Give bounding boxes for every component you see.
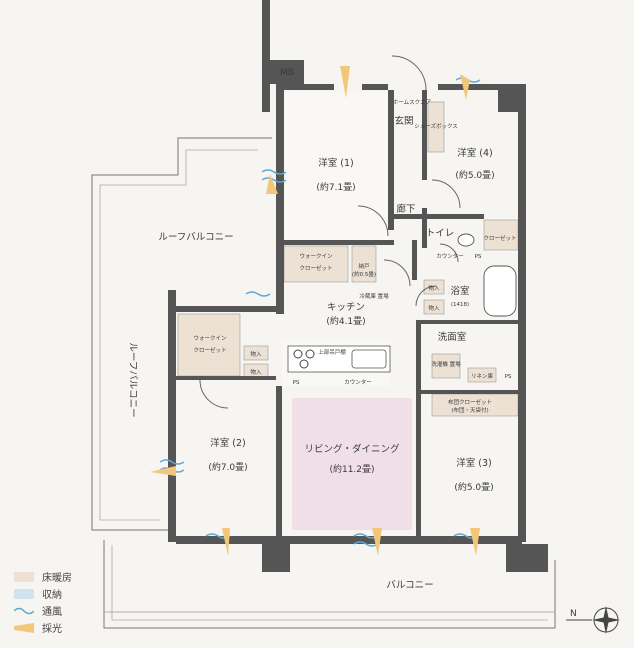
wave-icon (14, 607, 34, 614)
roof-balcony-side-label: ルーフバルコニー (127, 342, 138, 417)
entrance-label: 玄関 (394, 115, 413, 127)
bath-name: 浴室 (450, 285, 469, 297)
futon-label: 布団クローゼット (448, 398, 492, 406)
legend-row-storage: 収納 (14, 585, 124, 602)
storage-in-label-2: 物入 (250, 368, 262, 376)
walkin1b-label: クローゼット (299, 264, 332, 272)
floor-heat-swatch-icon (14, 571, 34, 582)
bed3-area: (約5.0畳) (454, 481, 493, 493)
storage-swatch-icon (14, 588, 34, 599)
ldk-name: リビング・ダイニング (304, 443, 400, 455)
fridge-label: 冷蔵庫 置場 (359, 292, 389, 300)
washroom-label: 洗面室 (438, 331, 467, 343)
legend-floor-heat: 床暖房 (42, 573, 72, 584)
bath-size: (1418) (451, 302, 469, 308)
walkin2-label: ウォークイン (193, 334, 227, 342)
kitchen-storage-label: 上部吊戸棚 (318, 348, 346, 356)
nando-block (351, 245, 377, 283)
ps-label-3: PS (505, 374, 512, 380)
toilet-label: トイレ (426, 228, 455, 239)
bed2-name: 洋室 (2) (210, 437, 245, 449)
compass-label: N (570, 609, 577, 619)
washer-block (431, 353, 461, 379)
balcony-label: バルコニー (386, 580, 433, 591)
stove-burner-1 (293, 349, 303, 359)
ps-label-1: PS (293, 380, 300, 386)
storage-in-label-4: 物入 (428, 304, 440, 312)
closet-top-label: クローゼット (483, 234, 516, 242)
legend-row-floor-heat: 床暖房 (14, 568, 124, 585)
legend-ventilation: 通風 (42, 607, 62, 618)
ldk-floor-heating (292, 398, 412, 530)
walls (168, 0, 548, 572)
compass-icon (566, 606, 620, 634)
bed1-area: (約7.1畳) (316, 181, 355, 193)
storage-in-label-1: 物入 (250, 350, 262, 358)
bed3-name: 洋室 (3) (456, 457, 491, 469)
legend-storage: 収納 (42, 590, 62, 601)
nando-area: (約0.5畳) (352, 270, 376, 278)
futon-sub-label: (布団・天袋付) (451, 406, 488, 414)
ldk-area: (約11.2畳) (329, 463, 374, 475)
homeshelf-label: ホームスクエア (393, 99, 432, 106)
stove-burner-3 (299, 359, 309, 369)
nando-label: 納戸 (358, 262, 370, 270)
kitchen-sink (351, 349, 387, 369)
counter-label: カウンター (344, 378, 372, 386)
bathtub (483, 265, 517, 317)
bed1-name: 洋室 (1) (318, 157, 353, 169)
bed4-area: (約5.0畳) (455, 169, 494, 181)
shoebox-block (427, 101, 445, 153)
storage-box-1 (243, 345, 269, 361)
daylight-marks (150, 66, 480, 556)
kitchen-area: (約4.1畳) (326, 315, 365, 327)
ps-label-2: PS (475, 254, 482, 260)
legend-daylight: 採光 (42, 624, 62, 635)
closet-top-block (483, 219, 519, 251)
roof-balcony-outline (91, 137, 272, 531)
mb-label: MB (280, 68, 294, 78)
legend-row-daylight: 採光 (14, 619, 124, 636)
bed1-floor (284, 92, 389, 242)
storage-box-4 (423, 299, 445, 315)
kitchen-name: キッチン (327, 302, 365, 313)
storage-box-3 (423, 279, 445, 295)
bed2-area: (約7.0畳) (208, 461, 247, 473)
counter2-label: カウンター (436, 252, 464, 260)
legend-row-ventilation: 通風 (14, 602, 124, 619)
light-icon (14, 622, 34, 633)
linen-label: リネン庫 (471, 372, 494, 380)
washer-label: 洗濯機 置場 (431, 360, 461, 368)
walkin2b-label: クローゼット (193, 346, 226, 354)
doors (199, 55, 461, 409)
legend: 床暖房 収納 通風 採光 (14, 568, 124, 636)
walkin-closet-1 (283, 245, 349, 283)
shoebox-label: シューズボックス (414, 122, 458, 130)
bed4-name: 洋室 (4) (457, 147, 492, 159)
walkin1-label: ウォークイン (299, 252, 333, 260)
roof-balcony-top-label: ルーフバルコニー (158, 232, 233, 243)
stove-burner-2 (305, 349, 315, 359)
toilet-fixture (457, 233, 475, 247)
walkin-closet-2 (177, 313, 241, 377)
storage-in-label-3: 物入 (428, 284, 440, 292)
balcony-outline (103, 540, 556, 629)
linen-block (467, 367, 497, 383)
hallway-label: 廊下 (396, 203, 415, 215)
